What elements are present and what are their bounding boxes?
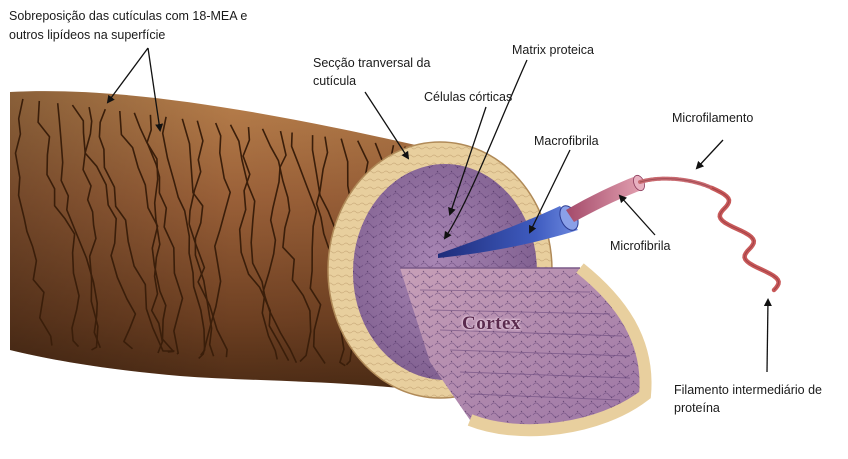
label-protein-matrix: Matrix proteica	[512, 42, 594, 59]
label-cuticle-overlap-line1: Sobreposição das cutículas com 18-MEA e	[9, 8, 247, 25]
label-cross-section-line1: Secção tranversal da	[313, 55, 430, 72]
label-cross-section-line2: cutícula	[313, 73, 356, 90]
label-microfilament: Microfilamento	[672, 110, 753, 127]
microfibril-strand	[566, 176, 642, 222]
label-intermediate-filament-line1: Filamento intermediário de	[674, 382, 822, 399]
label-intermediate-filament-line2: proteína	[674, 400, 720, 417]
label-cortical-cells: Células córticas	[424, 89, 512, 106]
label-microfibril: Microfibrila	[610, 238, 670, 255]
label-cuticle-overlap-line2: outros lipídeos na superfície	[9, 27, 165, 44]
intermediate-filament-strand	[712, 188, 779, 290]
label-cortex: Cortex	[462, 313, 521, 335]
label-macrofibril: Macrofibrila	[534, 133, 599, 150]
